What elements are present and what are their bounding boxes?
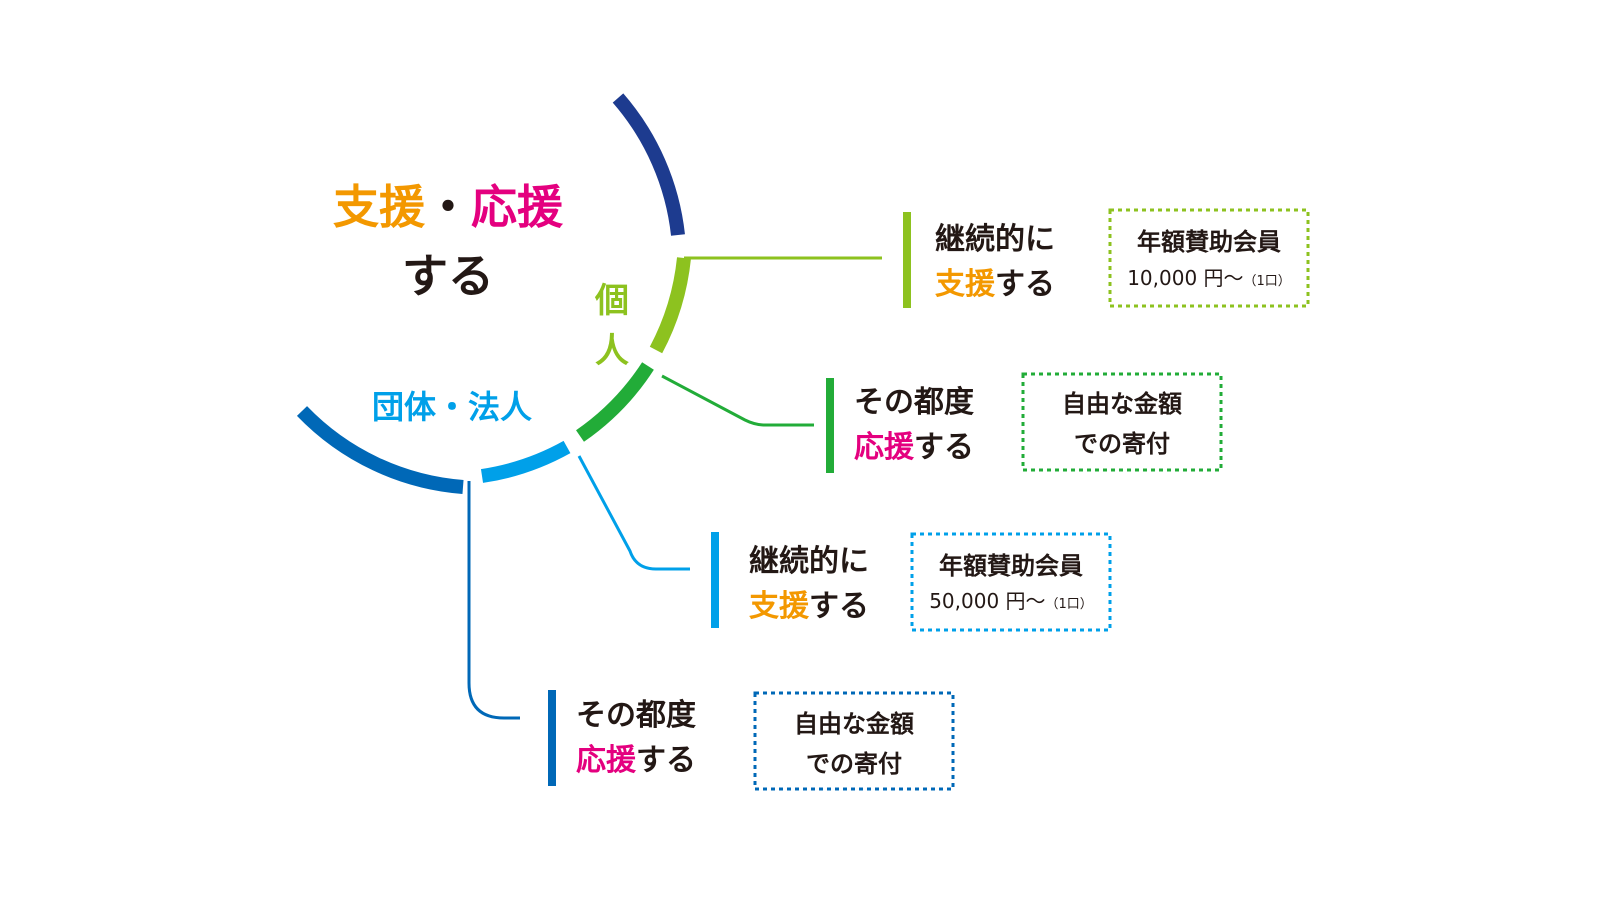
branch-rest: する	[914, 430, 974, 465]
connector-group-continuous	[577, 455, 690, 571]
title-line2: する	[402, 249, 494, 303]
branch-line1: その都度	[576, 698, 696, 733]
branch-rest: する	[636, 743, 696, 778]
arc-group-sky	[480, 440, 571, 483]
detail-unit: （1口）	[1046, 597, 1093, 612]
arc-individual-green	[575, 362, 654, 442]
central-arcs	[296, 93, 691, 494]
branch-bar	[826, 378, 834, 473]
branch-line2: 支援する	[749, 589, 869, 624]
connectors	[467, 256, 882, 720]
detail-line2: での寄付	[1074, 430, 1170, 458]
branch-highlight: 支援	[749, 589, 810, 624]
detail-line1: 自由な金額	[1062, 390, 1182, 418]
detail-box	[1108, 208, 1310, 308]
branch-group-occasional: その都度 応援する 自由な金額 での寄付	[548, 690, 955, 791]
detail-line2: 10,000 円〜（1口）	[1127, 266, 1291, 290]
detail-amount: 10,000 円〜	[1127, 266, 1243, 290]
detail-box	[1021, 372, 1223, 472]
branch-bar	[711, 532, 719, 628]
branch-line1: 継続的に	[749, 544, 869, 579]
branch-line1: 継続的に	[935, 222, 1055, 257]
title-cheer: 応援	[471, 180, 564, 234]
detail-box	[753, 691, 955, 791]
branch-bar	[548, 690, 556, 786]
branch-line2: 応援する	[854, 430, 974, 465]
arc-group-blue	[296, 406, 464, 494]
connector-group-occasional	[467, 481, 520, 720]
branch-line2: 応援する	[576, 743, 696, 778]
branch-bar	[903, 212, 911, 308]
branch-line2: 支援する	[935, 267, 1055, 302]
segment-individual: 個 人	[594, 281, 629, 371]
detail-line1: 年額賛助会員	[1137, 228, 1281, 256]
branch-line1: その都度	[854, 385, 974, 420]
detail-line1: 年額賛助会員	[939, 552, 1083, 580]
detail-amount: 50,000 円〜	[929, 589, 1045, 613]
arc-navy	[612, 93, 685, 236]
segment-individual-char2: 人	[595, 331, 629, 371]
branch-highlight: 支援	[935, 267, 996, 302]
branch-highlight: 応援	[576, 743, 637, 778]
branch-individual-continuous: 継続的に 支援する 年額賛助会員 10,000 円〜（1口）	[903, 208, 1310, 308]
detail-unit: （1口）	[1244, 274, 1291, 289]
detail-line2: での寄付	[806, 750, 902, 778]
detail-line1: 自由な金額	[794, 710, 914, 738]
segment-individual-char1: 個	[594, 281, 629, 321]
segment-group-label: 団体・法人	[372, 388, 532, 426]
central-title: 支援・応援 する	[333, 180, 564, 303]
detail-box	[910, 532, 1112, 632]
branch-group-continuous: 継続的に 支援する 年額賛助会員 50,000 円〜（1口）	[711, 532, 1112, 632]
branch-highlight: 応援	[854, 430, 915, 465]
connector-individual-occasional	[661, 374, 814, 427]
title-line1: 支援・応援	[333, 180, 564, 234]
title-separator: ・	[425, 180, 471, 234]
title-support: 支援	[333, 180, 426, 234]
branch-rest: する	[995, 267, 1055, 302]
branch-rest: する	[809, 589, 869, 624]
branch-individual-occasional: その都度 応援する 自由な金額 での寄付	[826, 372, 1223, 473]
arc-individual-lime	[649, 257, 691, 354]
detail-line2: 50,000 円〜（1口）	[929, 589, 1093, 613]
